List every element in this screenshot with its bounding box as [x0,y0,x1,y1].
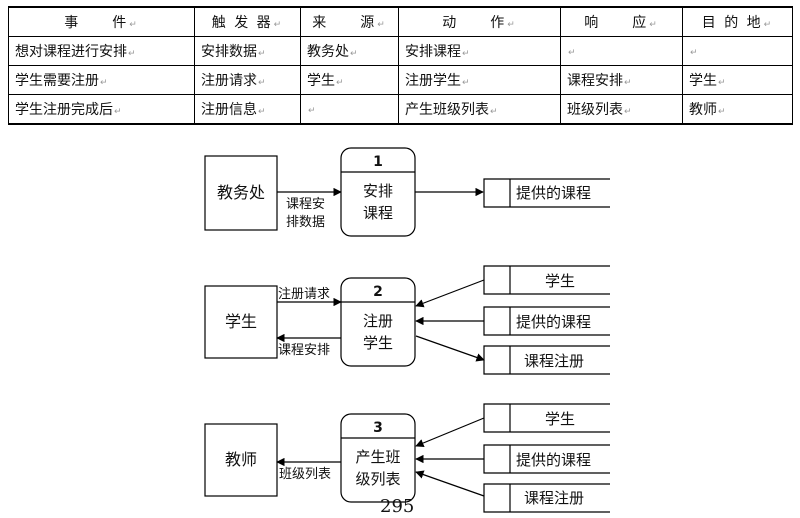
process-box [340,277,416,367]
header-trigger: 触 发 器↵ [194,6,301,37]
data-store-label: 学生 [545,410,575,428]
table-cell: 学生需要注册↵ [8,65,195,95]
process-box [340,413,416,503]
data-store: 学生 [483,403,610,433]
flow-label: 排数据 [286,215,325,230]
data-store-label: 学生 [545,272,575,290]
table-cell: 教务处↵ [300,36,399,66]
data-store: 提供的课程 [483,306,610,336]
data-store-label: 提供的课程 [516,184,591,202]
entity-box [204,423,278,497]
data-store: 提供的课程 [483,178,610,208]
table-cell: 学生↵ [300,65,399,95]
flow-label: 注册请求 [278,287,330,302]
table-row: 学生注册完成后↵ 注册信息↵ ↵ 产生班级列表↵ 班级列表↵ 教师↵ [8,94,793,125]
entity-label: 学生 [225,312,257,331]
data-store-label: 课程注册 [524,352,584,370]
table-cell: 教师↵ [682,94,793,125]
table-cell: 学生↵ [682,65,793,95]
process-number: 1 [373,154,383,170]
flow-arrow [415,279,485,308]
flow-arrow [415,335,485,362]
flow-label: 课程安排 [278,343,330,358]
process-label: 产生班 [355,448,400,466]
data-store-label: 提供的课程 [516,313,591,331]
data-store: 学生 [483,265,610,295]
table-cell: 注册学生↵ [398,65,561,95]
flow-arrow [415,470,485,497]
entity-label: 教师 [225,450,257,469]
table-header-row: 事 件↵ 触 发 器↵ 来 源↵ 动 作↵ 响 应↵ 目 的 地↵ [8,6,793,37]
page-number: 295 [380,496,415,517]
table-cell: 安排数据↵ [194,36,301,66]
data-store: 提供的课程 [483,444,610,474]
process-number: 3 [373,420,383,436]
data-store: 课程注册 [483,345,610,375]
process-number: 2 [373,284,383,300]
process-label: 注册 [363,312,393,330]
table-cell: 注册信息↵ [194,94,301,125]
table-cell: 注册请求↵ [194,65,301,95]
table-cell: 班级列表↵ [560,94,683,125]
table-cell: ↵ [300,94,399,125]
table-cell: 学生注册完成后↵ [8,94,195,125]
entity-label: 教务处 [217,183,265,202]
entity-box [204,285,278,359]
process-label: 学生 [363,334,393,352]
flow-arrow [415,417,485,448]
table-row: 学生需要注册↵ 注册请求↵ 学生↵ 注册学生↵ 课程安排↵ 学生↵ [8,65,793,95]
event-table: 事 件↵ 触 发 器↵ 来 源↵ 动 作↵ 响 应↵ 目 的 地↵ 想对课程进行… [8,6,793,125]
table-row: 想对课程进行安排↵ 安排数据↵ 教务处↵ 安排课程↵ ↵ ↵ [8,36,793,66]
process-label: 课程 [363,204,393,222]
flow-label: 课程安 [286,197,325,212]
data-store: 课程注册 [483,483,610,513]
flow-label: 班级列表 [279,467,331,482]
table-cell: 课程安排↵ [560,65,683,95]
table-cell: 安排课程↵ [398,36,561,66]
header-event: 事 件↵ [8,6,195,37]
dfd-1: 教务处 课程安 排数据 1 安排 课程 提供的课程 [204,147,610,237]
data-store-label: 课程注册 [524,489,584,507]
data-store-label: 提供的课程 [516,451,591,469]
header-destination: 目 的 地↵ [682,6,793,37]
table-cell: 产生班级列表↵ [398,94,561,125]
table-cell: ↵ [560,36,683,66]
dfd-2: 学生 注册请求 课程安排 2 注册 学生 学生 提供的课程 课程注册 [204,265,610,375]
dfd-3: 教师 班级列表 3 产生班 级列表 学生 提供的课程 课程注册 [204,403,610,513]
process-label: 级列表 [355,470,400,488]
process-label: 安排 [363,182,393,200]
entity-box [204,155,278,231]
